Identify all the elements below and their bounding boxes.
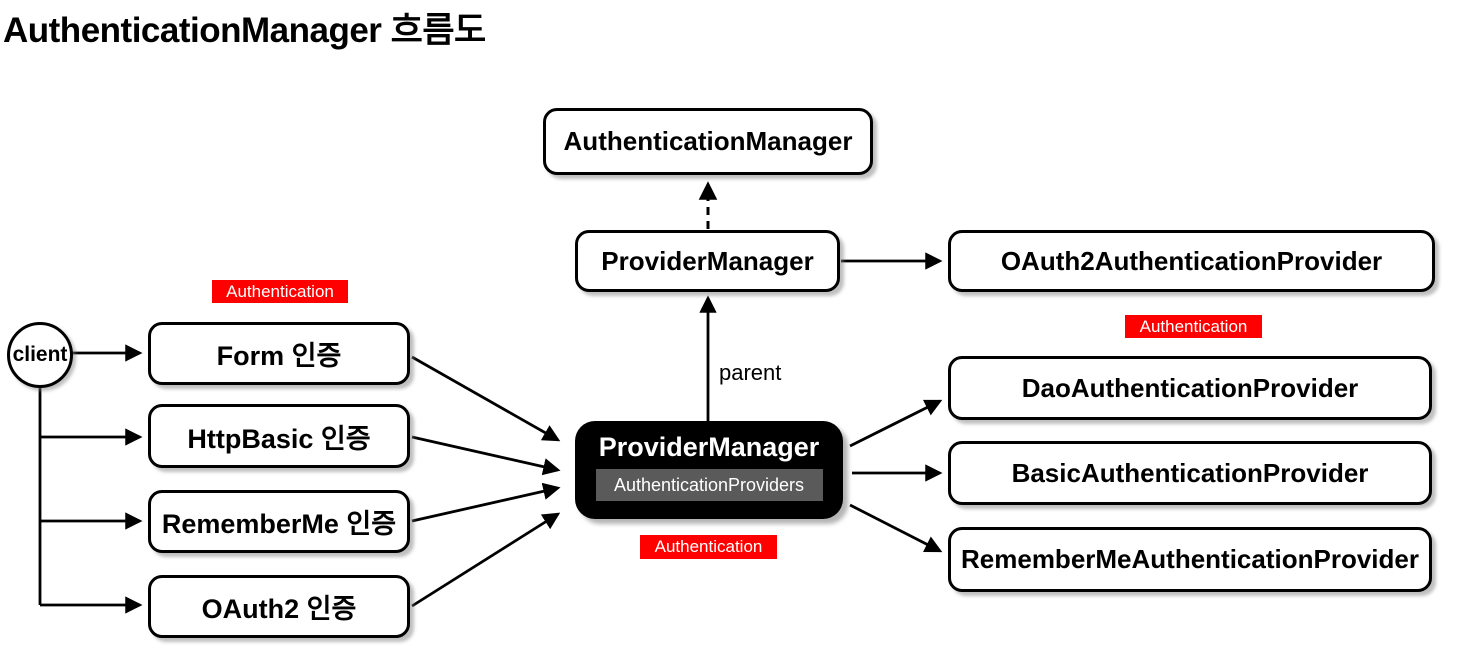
node-provider-manager-top: ProviderManager [575, 230, 840, 292]
edge-httpbasic-providermanager [411, 435, 561, 476]
authentication-badge-left-label: Authentication [226, 281, 334, 301]
authentication-badge-right: Authentication [1125, 315, 1262, 338]
node-basic-provider: BasicAuthenticationProvider [948, 441, 1432, 505]
node-provider-manager-main: ProviderManager AuthenticationProviders [575, 421, 843, 519]
authentication-badge-left: Authentication [212, 280, 348, 303]
node-oauth2-provider-label: OAuth2AuthenticationProvider [1000, 245, 1383, 276]
node-dao-provider-label: DaoAuthenticationProvider [1021, 372, 1359, 403]
authentication-badge-center: Authentication [640, 535, 777, 559]
node-provider-manager-top-label: ProviderManager [601, 245, 814, 276]
page-title: AuthenticationManager 흐름도 [3, 11, 486, 50]
edge-providermanager-daoprovider [849, 399, 943, 448]
parent-edge-label: parent [719, 360, 782, 385]
node-rememberme-provider-label: RememberMeAuthenticationProvider [961, 544, 1419, 574]
node-authentication-manager-label: AuthenticationManager [563, 126, 853, 156]
edge-oauth2-providermanager [411, 512, 561, 608]
node-oauth2-auth-label: OAuth2 인증 [201, 594, 357, 624]
authentication-badge-right-label: Authentication [1139, 316, 1248, 336]
edge-rememberme-providermanager [411, 482, 561, 523]
node-client: client [7, 322, 73, 388]
node-form-auth-label: Form 인증 [216, 341, 342, 371]
node-httpbasic-auth-label: HttpBasic 인증 [187, 423, 371, 454]
node-rememberme-provider: RememberMeAuthenticationProvider [948, 527, 1432, 592]
node-dao-provider: DaoAuthenticationProvider [948, 356, 1432, 420]
node-authentication-manager: AuthenticationManager [543, 108, 873, 175]
node-form-auth: Form 인증 [148, 322, 410, 385]
node-authentication-providers: AuthenticationProviders [595, 469, 823, 501]
node-httpbasic-auth: HttpBasic 인증 [148, 404, 410, 468]
node-rememberme-auth: RememberMe 인증 [148, 490, 410, 553]
node-basic-provider-label: BasicAuthenticationProvider [1011, 457, 1369, 488]
edge-providermanager-remembermeprovider [849, 503, 943, 553]
node-rememberme-auth-label: RememberMe 인증 [161, 509, 397, 539]
node-oauth2-auth: OAuth2 인증 [148, 575, 410, 638]
node-oauth2-provider: OAuth2AuthenticationProvider [948, 230, 1435, 292]
node-client-label: client [12, 343, 68, 366]
node-provider-manager-main-label: ProviderManager [598, 432, 820, 462]
edge-form-providermanager [411, 355, 561, 442]
authentication-badge-center-label: Authentication [654, 537, 763, 556]
